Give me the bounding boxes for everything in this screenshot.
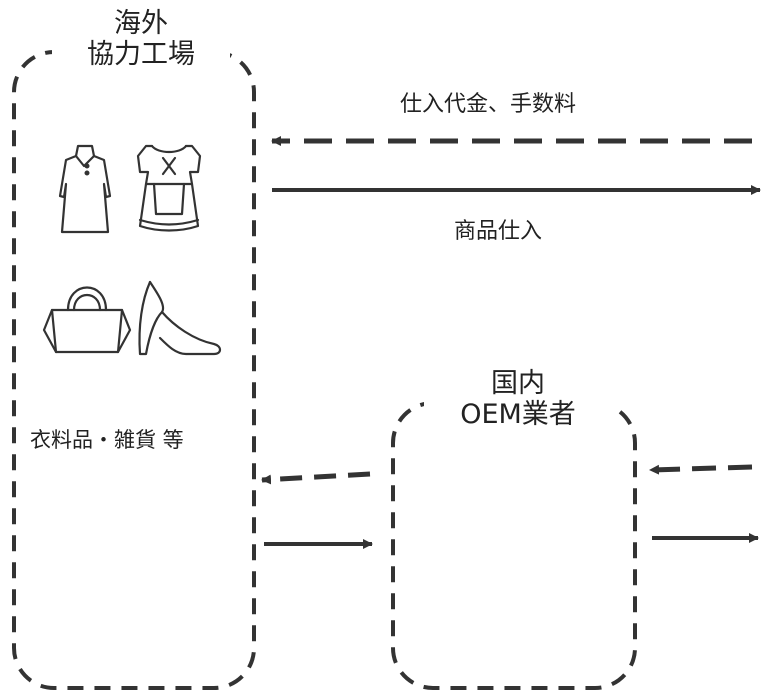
payment-arrow-oem-to-factory — [261, 471, 371, 485]
domestic-oem-title-line1: 国内 — [491, 368, 545, 399]
dress-icon — [58, 144, 112, 234]
overseas-factory-title-line1: 海外 — [114, 8, 168, 39]
domestic-oem-box — [391, 401, 637, 690]
high-heel-icon — [138, 280, 222, 356]
overseas-factory-caption: 衣料品・雑貨 等 — [30, 428, 184, 452]
goods-label: 商品仕入 — [454, 219, 543, 244]
payment-arrow-into-oem — [649, 464, 753, 475]
domestic-oem-title: 国内 OEM業者 — [424, 368, 612, 431]
handbag-icon — [42, 286, 132, 354]
payment-label: 仕入代金、手数料 — [400, 92, 577, 117]
overseas-factory-box — [12, 50, 256, 690]
domestic-oem-title-line2: OEM業者 — [460, 399, 576, 431]
overseas-factory-title-line2: 協力工場 — [87, 39, 195, 71]
apron-dress-icon — [136, 144, 202, 232]
overseas-factory-title: 海外 協力工場 — [52, 8, 230, 71]
